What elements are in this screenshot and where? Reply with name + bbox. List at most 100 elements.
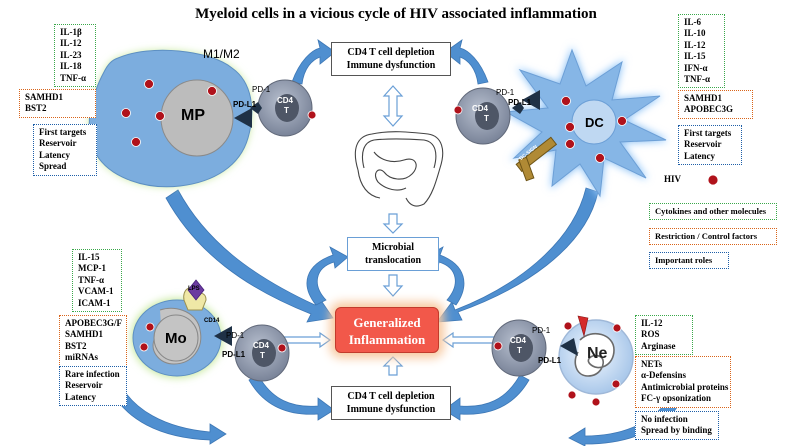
legend-restriction-box: Restriction / Control factors — [649, 228, 777, 246]
hiv-icon — [277, 343, 287, 353]
tcell-dc-cd4: CD4 — [472, 104, 489, 113]
dc-sign-receptor-icon — [515, 136, 558, 182]
mp-cytokines-box: IL-1β IL-12 IL-23 IL-18 TNF-α — [54, 24, 96, 88]
arrow-inflammation-to-mp-curve — [306, 246, 349, 306]
hiv-icon — [567, 390, 577, 400]
double-arrow-top-gut — [382, 85, 404, 127]
mo-restriction-item: SAMHD1 — [65, 329, 103, 340]
hiv-icon — [121, 108, 131, 118]
microbial-translocation-box: Microbial translocation — [347, 237, 439, 271]
hiv-icon — [595, 153, 605, 163]
mp-cytokine-item: IL-12 — [60, 38, 82, 49]
dendritic-cell — [501, 45, 667, 201]
dc-roles-box: First targets Reservoir Latency — [678, 125, 742, 166]
hiv-icon — [591, 397, 601, 407]
ne-role-item: No infection — [641, 414, 688, 424]
tcell-dc-t: T — [484, 114, 489, 123]
mo-cytokine-item: MCP-1 — [78, 263, 106, 274]
microbial-line1: Microbial — [371, 242, 415, 253]
tcell-mo-cd4: CD4 — [253, 341, 270, 350]
mp-roles-box: First targets Reservoir Latency Spread — [33, 124, 97, 176]
mo-restriction-item: APOBEC3G/F — [65, 318, 123, 328]
arrow-gut-to-microbial — [382, 213, 404, 234]
top-depletion-line1: CD4 T cell depletion — [347, 47, 435, 58]
microbial-line2: translocation — [364, 255, 422, 266]
mp-cytokine-item: TNF-α — [60, 72, 87, 83]
mo-cytokine-item: TNF-α — [78, 274, 105, 285]
dc-cytokines-box: IL-6 IL-10 IL-12 IL-15 IFN-α TNF-α — [678, 14, 725, 89]
net-strand-icon — [577, 315, 589, 338]
mp-role-item: First targets — [39, 127, 87, 137]
neutrophil-cell — [558, 315, 634, 395]
mo-restriction-item: miRNAs — [65, 352, 98, 363]
pdl1-label-ne: PD-L1 — [538, 356, 562, 365]
top-depletion-line2: Immune dysfunction — [346, 60, 436, 71]
arrow-mo-tcell-to-bottom-box — [248, 374, 335, 421]
dc-cytokine-item: TNF-α — [684, 74, 711, 85]
pdl1-label-dc: PD-L1 — [508, 98, 532, 107]
legend-hiv-icon — [707, 174, 719, 186]
bottom-depletion-box: CD4 T cell depletion Immune dysfunction — [331, 386, 451, 420]
dc-role-item: Reservoir — [684, 139, 722, 150]
mp-cytokine-item: IL-1β — [60, 27, 82, 37]
legend-cytokines-label: Cytokines and other molecules — [655, 206, 767, 216]
cd4-tcell-mp — [250, 79, 313, 137]
mo-restriction-box: APOBEC3G/F SAMHD1 BST2 miRNAs — [59, 315, 127, 367]
mo-label: Mo — [165, 330, 187, 347]
tcell-ne-cd4: CD4 — [510, 336, 527, 345]
arrow-ne-tcell-to-bottom-box — [443, 374, 530, 421]
mp-role-item: Latency — [39, 149, 70, 160]
legend-restriction-label: Restriction / Control factors — [655, 231, 758, 241]
generalized-inflammation-box: Generalized Inflammation — [335, 307, 439, 353]
generalized-line2: Inflammation — [348, 332, 426, 347]
hiv-icon — [617, 116, 627, 126]
hiv-icon — [131, 137, 141, 147]
ne-restriction-item: NETs — [641, 359, 663, 369]
ne-restriction-item: α-Defensins — [641, 370, 687, 381]
arrow-ne-tcell-to-inflammation — [441, 331, 497, 349]
arrow-dcside-to-top-box — [444, 39, 489, 85]
ne-label: Ne — [587, 345, 608, 362]
mo-cytokine-item: IL-15 — [78, 252, 100, 262]
legend-roles-label: Important roles — [655, 255, 713, 265]
monocyte-cell — [131, 279, 232, 378]
mo-role-item: Rare infection — [65, 369, 120, 379]
ne-restriction-item: FC-γ opsonization — [641, 393, 711, 404]
arrow-tcell-to-top-box — [291, 39, 336, 85]
tcell-mp-t: T — [284, 106, 289, 115]
generalized-line1: Generalized — [353, 315, 421, 330]
tcell-mo-t: T — [260, 351, 265, 360]
legend-hiv-label: HIV — [664, 174, 682, 184]
cd4-tcell-mo — [234, 324, 290, 382]
ne-role-item: Spread by binding — [641, 425, 712, 436]
dc-label: DC — [585, 115, 604, 130]
ne-cytokine-item: IL-12 — [641, 318, 663, 328]
pdl1-label-mo: PD-L1 — [222, 350, 246, 359]
cd4-tcell-ne — [491, 319, 547, 377]
hiv-virions — [121, 79, 719, 407]
mo-cytokine-item: ICAM-1 — [78, 297, 111, 308]
mp-label: MP — [181, 107, 205, 124]
hiv-icon — [565, 122, 575, 132]
lps-icon — [187, 279, 205, 301]
ne-cytokines-box: IL-12 ROS Arginase — [635, 315, 693, 356]
dc-role-item: First targets — [684, 128, 732, 138]
arrow-mp-to-inflammation — [165, 189, 334, 323]
arrow-microbial-to-inflammation — [382, 274, 404, 297]
pdl1-label-mp: PD-L1 — [233, 100, 257, 109]
mp-restriction-item: SAMHD1 — [25, 92, 63, 102]
bottom-depletion-line1: CD4 T cell depletion — [347, 391, 435, 402]
intestine-icon — [354, 131, 444, 207]
dc-restriction-box: SAMHD1 APOBEC3G — [678, 90, 753, 119]
dc-cytokine-item: IL-15 — [684, 51, 706, 62]
hiv-icon — [139, 342, 149, 352]
dc-restriction-item: SAMHD1 — [684, 93, 722, 103]
ne-restriction-box: NETs α-Defensins Antimicrobial proteins … — [635, 356, 731, 408]
bottom-depletion-line2: Immune dysfunction — [346, 404, 436, 415]
mo-role-item: Reservoir — [65, 380, 103, 391]
ne-restriction-item: Antimicrobial proteins — [641, 381, 729, 392]
hiv-icon — [493, 341, 503, 351]
pd1-label-dc: PD-1 — [496, 88, 515, 97]
legend-roles-box: Important roles — [649, 252, 729, 270]
